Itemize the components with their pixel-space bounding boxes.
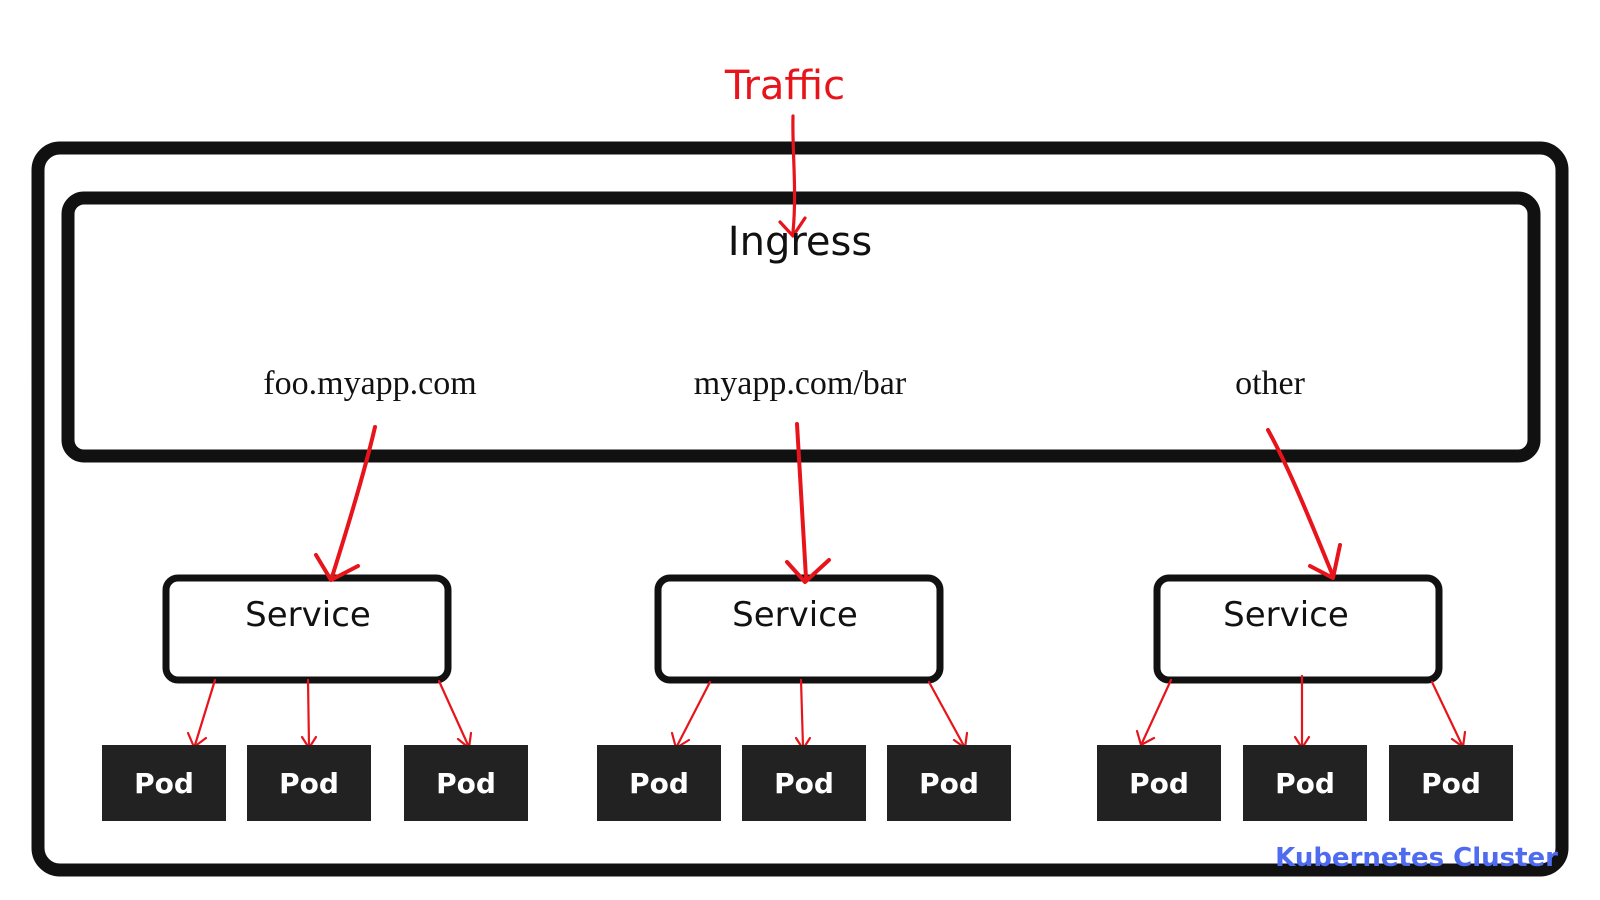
pod-box: Pod <box>247 745 371 821</box>
service-3-pod-arrows <box>1135 674 1467 750</box>
pod-box: Pod <box>742 745 866 821</box>
pod-box: Pod <box>1243 745 1367 821</box>
service-box-3 <box>1153 574 1443 684</box>
cluster-label: Kubernetes Cluster <box>1275 843 1558 873</box>
pod-box: Pod <box>887 745 1011 821</box>
service-label: Service <box>245 595 371 635</box>
service-label: Service <box>1223 595 1349 635</box>
ingress-box <box>61 191 1541 463</box>
service-2-pod-arrows <box>670 678 969 751</box>
route-rule-other: other <box>1235 365 1305 402</box>
pod-box: Pod <box>597 745 721 821</box>
traffic-to-ingress-arrow <box>778 114 807 238</box>
route-rule-foo: foo.myapp.com <box>263 365 477 402</box>
route-arrow-bar <box>785 422 831 584</box>
ingress-title: Ingress <box>727 219 873 265</box>
pod-box: Pod <box>1097 745 1221 821</box>
route-rule-bar: myapp.com/bar <box>693 365 907 402</box>
service-1-pod-arrows <box>186 678 473 750</box>
service-label: Service <box>732 595 858 635</box>
pod-box: Pod <box>102 745 226 821</box>
route-arrow-other <box>1266 428 1342 580</box>
traffic-label: Traffic <box>724 63 846 109</box>
pod-box: Pod <box>404 745 528 821</box>
pod-box: Pod <box>1389 745 1513 821</box>
route-arrow-foo <box>314 425 377 582</box>
kubernetes-cluster-frame <box>31 141 1569 877</box>
